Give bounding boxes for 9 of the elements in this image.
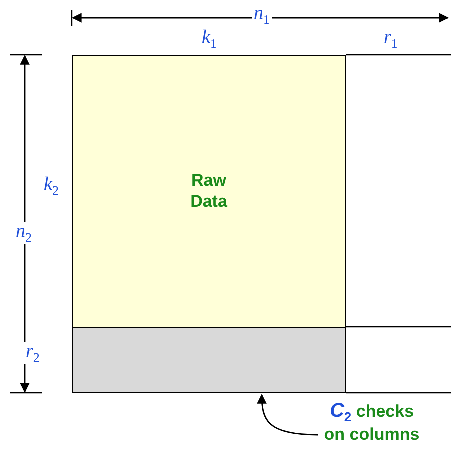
data-block	[72, 55, 346, 328]
callout-text: C$_{2}$ checks on columns	[323, 398, 421, 446]
dimension-label: k$_{1}$	[200, 28, 219, 50]
check-block	[72, 327, 346, 393]
dimension-label: k$_{2}$	[42, 175, 61, 197]
dimension-label: n$_{2}$	[14, 222, 34, 244]
block-label: Raw Data	[190, 171, 228, 212]
leader-arrow	[257, 394, 318, 436]
dimension-label: r$_{2}$	[24, 342, 42, 364]
